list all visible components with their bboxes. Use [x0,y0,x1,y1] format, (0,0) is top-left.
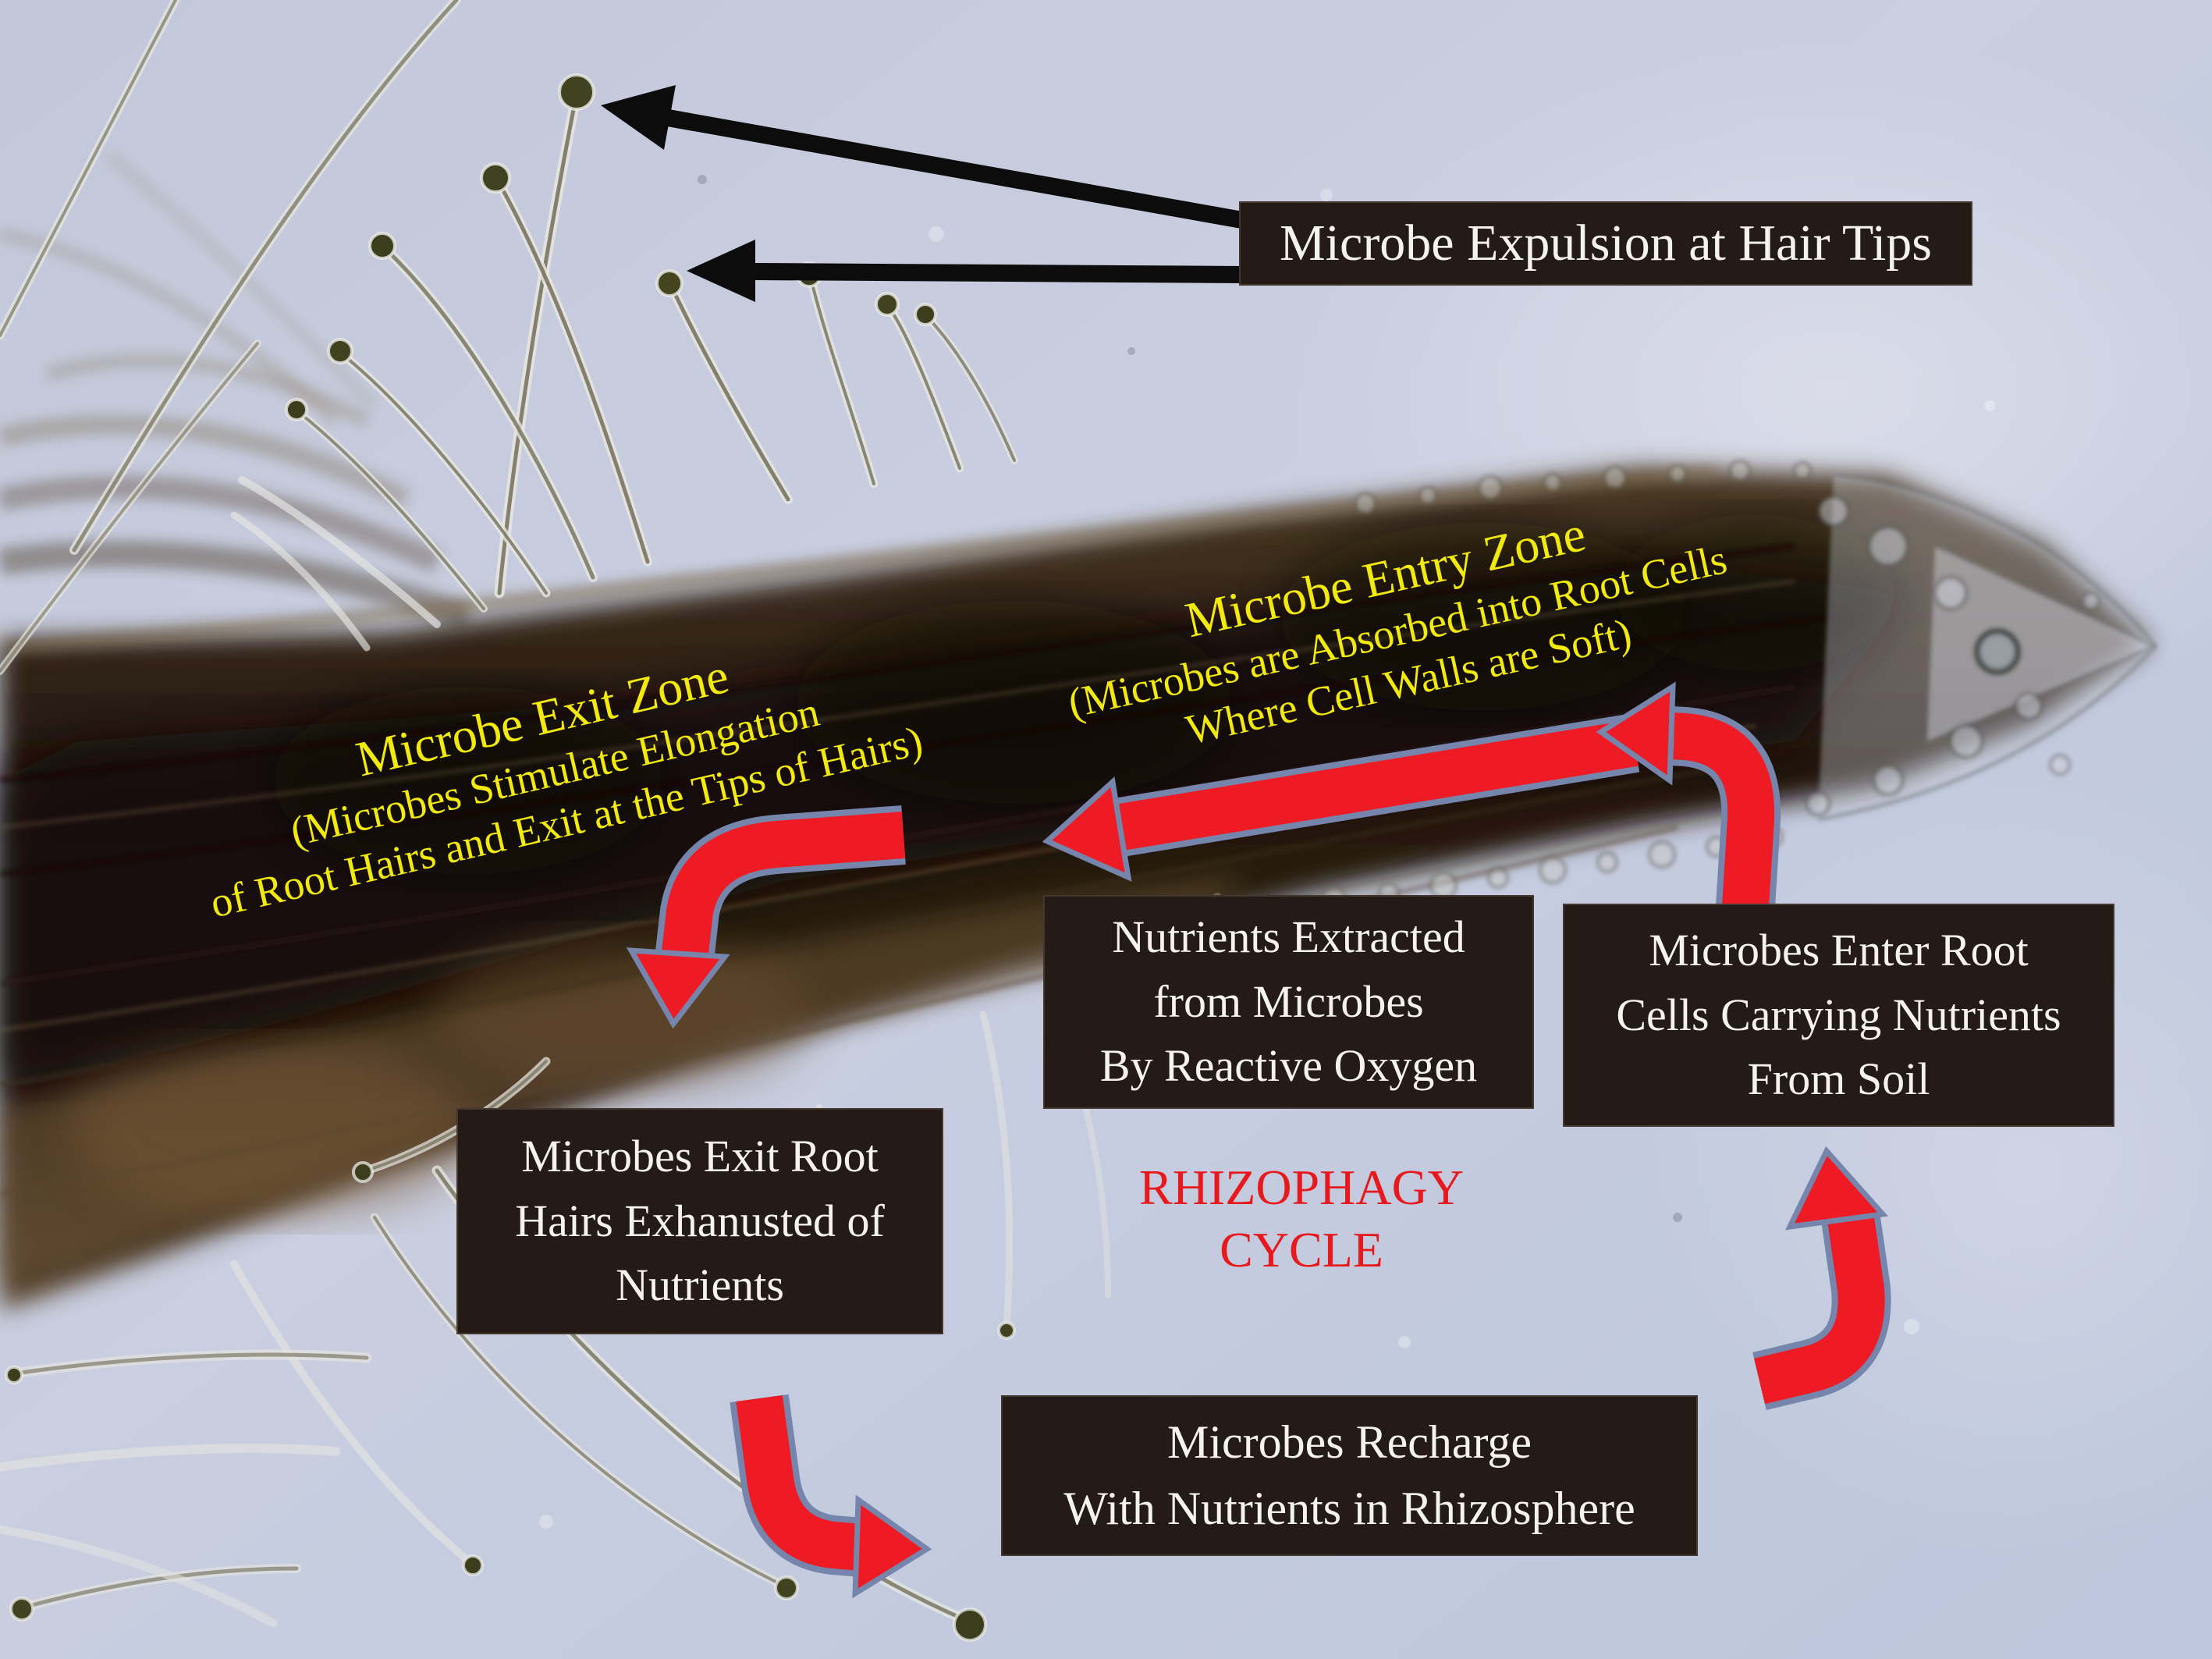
red-arrow-exit-to-recharge [730,1394,932,1599]
caption-line: With Nutrients in Rhizosphere [1063,1483,1635,1534]
caption-microbe-expulsion: Microbe Expulsion at Hair Tips [1239,201,1972,286]
cycle-title-line: CYCLE [1220,1222,1383,1277]
black-arrow-lower-hair-tip [687,240,1245,302]
caption-line: Cells Carrying Nutrients [1616,989,2061,1040]
caption-microbes-recharge: Microbes Recharge With Nutrients in Rhiz… [1001,1395,1698,1556]
root-hairs-upper [0,0,1018,675]
caption-line: from Microbes [1153,975,1424,1027]
caption-nutrients-extracted: Nutrients Extracted from Microbes By Rea… [1043,895,1534,1109]
caption-line: Microbes Exit Root [521,1131,879,1182]
cycle-title-line: RHIZOPHAGY [1139,1160,1464,1215]
caption-line: Microbes Recharge [1166,1416,1532,1468]
red-arrow-recharge-to-enter [1752,1146,1891,1410]
tip-vesicles [1805,495,2100,817]
rhizophagy-cycle-title: RHIZOPHAGY CYCLE [1067,1156,1536,1281]
caption-line: From Soil [1747,1053,1930,1105]
caption-line: By Reactive Oxygen [1099,1040,1478,1092]
black-arrow-upper-hair-tip [601,85,1266,233]
caption-line: Nutrients Extracted [1112,911,1465,963]
caption-line: Hairs Exhanusted of [515,1195,885,1246]
caption-microbes-enter-root: Microbes Enter Root Cells Carrying Nutri… [1563,904,2114,1127]
caption-line: Microbes Enter Root [1649,925,2029,976]
caption-line: Microbe Expulsion at Hair Tips [1280,215,1932,272]
lower-hair-tip-microbes [5,1161,1016,1642]
red-arrow-enter-to-entry-zone [1596,681,1781,909]
caption-microbes-exit-root: Microbes Exit Root Hairs Exhanusted of N… [456,1108,943,1334]
red-arrow-entry-to-exit [1042,713,1640,882]
caption-line: Nutrients [616,1259,784,1311]
red-arrow-exit-down [626,805,906,1029]
